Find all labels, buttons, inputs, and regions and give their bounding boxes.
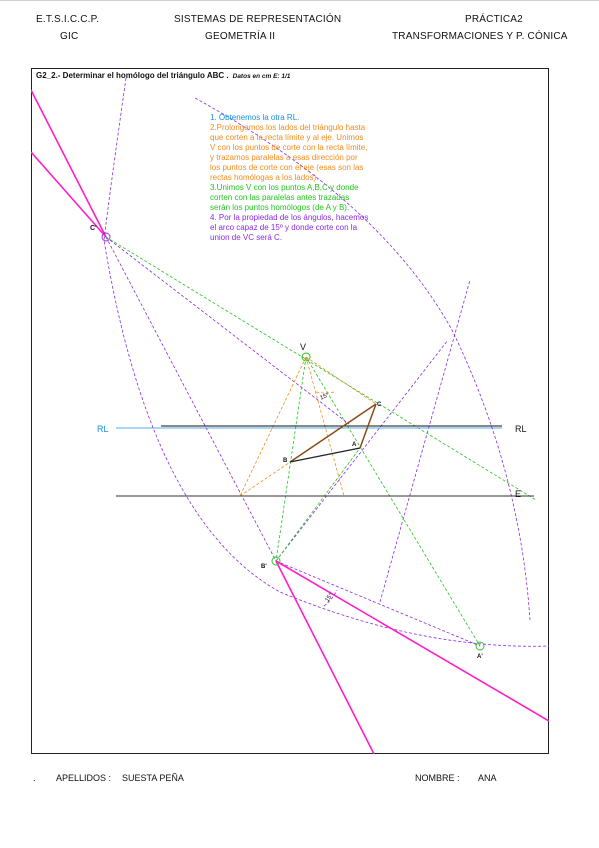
angle-label-top: 15° (319, 392, 330, 401)
side-bc (289, 403, 377, 463)
green-line-ba (275, 447, 361, 562)
footer-dot: . (33, 773, 36, 783)
note-step-2: 2.Prolongamos los lados del triángulo ha… (210, 123, 368, 182)
surname-value: SUESTA PEÑA (122, 773, 184, 783)
homologous-line-1 (31, 89, 107, 238)
note-step-4: 4. Por la propiedad de los ángulos, hace… (210, 213, 369, 242)
axis-label: E (515, 489, 521, 499)
practice-title: TRANSFORMACIONES Y P. CÓNICA (392, 31, 568, 42)
point-a-prime-marker (475, 641, 485, 651)
construction-notes: 1. Obtenemos la otra RL. 2.Prolongamos l… (210, 113, 370, 243)
green-line-va (305, 356, 481, 647)
top-rule (0, 0, 599, 1)
name-value: ANA (478, 773, 497, 783)
task-title: G2_2.- Determinar el homólogo del triáng… (36, 71, 229, 80)
limit-line-label-left: RL (97, 424, 109, 434)
point-c-prime-marker (101, 232, 111, 242)
note-step-1: 1. Obtenemos la otra RL. (210, 113, 300, 122)
green-line-vb (275, 356, 307, 562)
homologous-line-2 (31, 151, 107, 238)
surname-label: APELLIDOS : (56, 773, 112, 783)
limit-line-label-right: RL (515, 424, 527, 434)
task-statement: G2_2.- Determinar el homólogo del triáng… (36, 71, 290, 80)
point-a-prime-label: A' (477, 654, 483, 660)
point-a-label: A (352, 442, 357, 448)
note-step-3: 3.Unimos V con los puntos A,B,C y donde … (210, 183, 359, 212)
subject-subtitle: GEOMETRÍA II (205, 31, 276, 42)
point-b-label: B (283, 458, 288, 464)
subject-title: SISTEMAS DE REPRESENTACIÓN (174, 14, 342, 25)
homologous-line-3 (275, 560, 375, 754)
green-line-vc (105, 236, 537, 501)
center-v-marker (301, 352, 311, 362)
circle-arc-right (194, 97, 531, 621)
side-ca (359, 403, 377, 449)
center-v-label: V (300, 342, 306, 352)
purple-line-5 (275, 560, 481, 647)
angle-arc-top (315, 391, 335, 394)
capable-arc (103, 77, 549, 647)
angle-arc-bottom (323, 589, 338, 607)
name-label: NOMBRE : (415, 773, 460, 783)
task-data-note: Datos en cm E: 1/1 (232, 73, 291, 80)
angle-label-bottom: 15° (324, 592, 334, 603)
purple-line-3 (275, 339, 449, 562)
orange-line-2 (305, 356, 377, 405)
drawing-frame (31, 68, 549, 754)
point-b-prime-marker (271, 556, 281, 566)
point-c-prime-label: C' (90, 225, 97, 232)
degree-name: GIC (60, 31, 79, 42)
point-b-prime-label: B' (261, 564, 267, 570)
homologous-line-4 (275, 560, 549, 722)
purple-line-1 (105, 236, 277, 562)
purple-line-2 (105, 236, 350, 425)
side-ab (289, 447, 361, 463)
school-name: E.T.S.I.C.C.P. (36, 14, 100, 25)
practice-number: PRÁCTICA2 (465, 14, 523, 25)
purple-line-4 (379, 279, 471, 603)
point-c-label: C (377, 402, 382, 408)
